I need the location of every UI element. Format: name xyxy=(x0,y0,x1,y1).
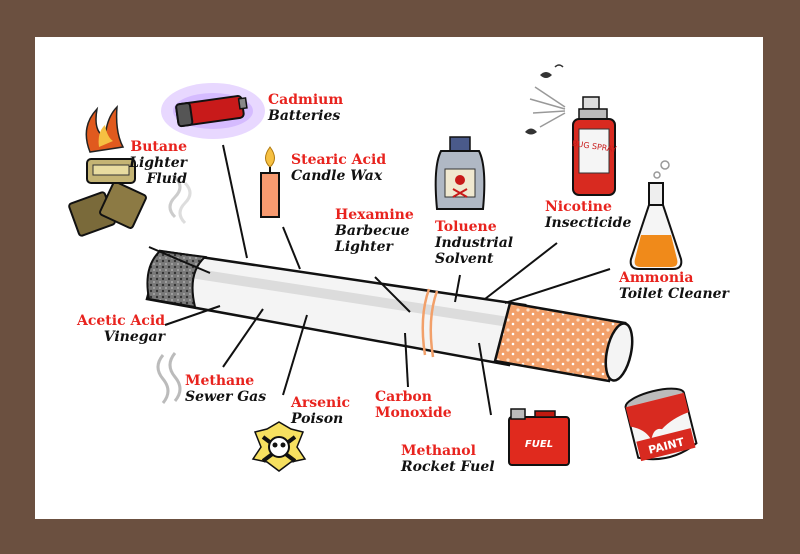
use-text: Rocket Fuel xyxy=(401,459,495,475)
bug-spray-icon: BUG SPRAY xyxy=(525,64,617,196)
battery-icon xyxy=(161,83,265,139)
chemical-name: Cadmium xyxy=(268,92,344,108)
label-acetic-acid: Acetic Acid Vinegar xyxy=(65,313,165,345)
solvent-bottle-icon xyxy=(434,136,486,210)
chemical-name: Acetic Acid xyxy=(77,313,165,329)
chemical-name: Nicotine xyxy=(545,199,612,215)
label-hexamine: Hexamine Barbecue Lighter xyxy=(335,207,414,255)
candle-icon xyxy=(260,146,280,218)
use-text: Sewer Gas xyxy=(185,389,267,405)
fuel-can-icon: FUEL xyxy=(508,408,570,466)
lighter-icon xyxy=(68,105,147,237)
use-text: Solvent xyxy=(435,251,494,267)
label-arsenic: Arsenic Poison xyxy=(291,395,350,427)
use-text: Barbecue xyxy=(335,223,410,239)
use-text: Lighter xyxy=(335,239,393,255)
use-text: Candle Wax xyxy=(291,168,383,184)
label-nicotine: Nicotine Insecticide xyxy=(545,199,631,231)
use-text: Lighter xyxy=(129,155,187,171)
fumes-icon xyxy=(156,352,182,404)
chemical-name: Ammonia xyxy=(619,270,694,286)
label-cadmium: Cadmium Batteries xyxy=(268,92,343,124)
label-stearic-acid: Stearic Acid Candle Wax xyxy=(291,152,386,184)
chemical-name: Carbon xyxy=(375,389,432,405)
label-carbon-monoxide: Carbon Monoxide xyxy=(375,389,452,421)
cigarette xyxy=(145,175,634,383)
cigarette-illustration: BUG SPRAY FUEL xyxy=(68,64,698,472)
chemical-name: Methanol xyxy=(401,443,476,459)
chemical-name-continued: Monoxide xyxy=(375,405,452,421)
skull-icon xyxy=(251,421,307,472)
chemical-name: Hexamine xyxy=(335,207,414,223)
paint-can-icon: PAINT xyxy=(624,387,698,462)
flask-icon xyxy=(629,160,683,270)
use-text: Fluid xyxy=(146,171,187,187)
label-ammonia: Ammonia Toilet Cleaner xyxy=(619,270,729,302)
fuel-can-label: FUEL xyxy=(525,439,553,450)
use-text: Industrial xyxy=(435,235,514,251)
leader-lines xyxy=(148,144,611,416)
use-text: Poison xyxy=(291,411,344,427)
label-toluene: Toluene Industrial Solvent xyxy=(435,219,513,267)
chemical-name: Butane xyxy=(130,139,187,155)
diagram-panel: BUG SPRAY FUEL xyxy=(35,37,763,519)
use-text: Toilet Cleaner xyxy=(619,286,729,302)
chemical-name: Methane xyxy=(185,373,255,389)
label-methane: Methane Sewer Gas xyxy=(185,373,266,405)
use-text: Insecticide xyxy=(545,215,632,231)
label-butane: Butane Lighter Fluid xyxy=(97,139,187,187)
label-methanol: Methanol Rocket Fuel xyxy=(401,443,495,475)
use-text: Batteries xyxy=(268,108,341,124)
chemical-name: Stearic Acid xyxy=(291,152,387,168)
chemical-name: Arsenic xyxy=(291,395,351,411)
chemical-name: Toluene xyxy=(435,219,497,235)
use-text: Vinegar xyxy=(103,329,165,345)
